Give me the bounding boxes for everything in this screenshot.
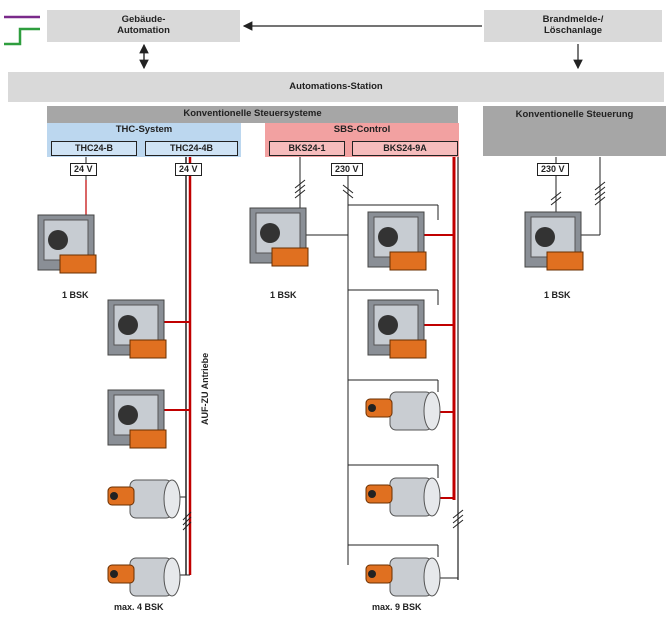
voltage-24v-thc24-4b: 24 V <box>175 163 202 176</box>
round-fire-damper-icon <box>107 557 181 597</box>
round-fire-damper-icon <box>365 557 441 597</box>
brandmelde-box: Brandmelde-/ Löschanlage <box>484 10 662 42</box>
caption-1-bsk-right: 1 BSK <box>544 290 571 300</box>
round-fire-damper-icon <box>107 479 181 519</box>
bks24-1-controller: BKS24-1 <box>269 141 345 156</box>
legend-lines <box>4 15 40 46</box>
green-legend-line <box>4 27 40 46</box>
fire-damper-box-icon <box>107 389 167 449</box>
caption-1-bsk-left: 1 BSK <box>62 290 89 300</box>
gebaeude-automation-box: Gebäude- Automation <box>47 10 240 42</box>
round-fire-damper-icon <box>365 477 441 517</box>
konventionelle-steuersysteme-band: Konventionelle Steuersysteme <box>47 106 458 123</box>
thc24-b-controller: THC24-B <box>51 141 137 156</box>
voltage-230v-sbs: 230 V <box>331 163 363 176</box>
fire-damper-box-icon <box>524 211 584 271</box>
voltage-230v-konventionell: 230 V <box>537 163 569 176</box>
round-fire-damper-icon <box>365 391 441 431</box>
fire-damper-box-icon <box>367 299 427 359</box>
caption-max-9-bsk: max. 9 BSK <box>372 602 422 612</box>
automations-station-bar: Automations-Station <box>8 72 664 102</box>
bks24-9a-controller: BKS24-9A <box>352 141 458 156</box>
caption-1-bsk-middle: 1 BSK <box>270 290 297 300</box>
thc24-4b-controller: THC24-4B <box>145 141 238 156</box>
fire-damper-box-icon <box>107 299 167 359</box>
caption-max-4-bsk: max. 4 BSK <box>114 602 164 612</box>
konventionelle-steuerung-band: Konventionelle Steuerung <box>483 106 666 156</box>
fire-damper-box-icon <box>249 207 309 267</box>
voltage-24v-thc24-b: 24 V <box>70 163 97 176</box>
fire-damper-box-icon <box>367 211 427 271</box>
auf-zu-antriebe-label: AUF-ZU Antriebe <box>200 352 210 425</box>
fire-damper-box-icon <box>37 214 97 274</box>
